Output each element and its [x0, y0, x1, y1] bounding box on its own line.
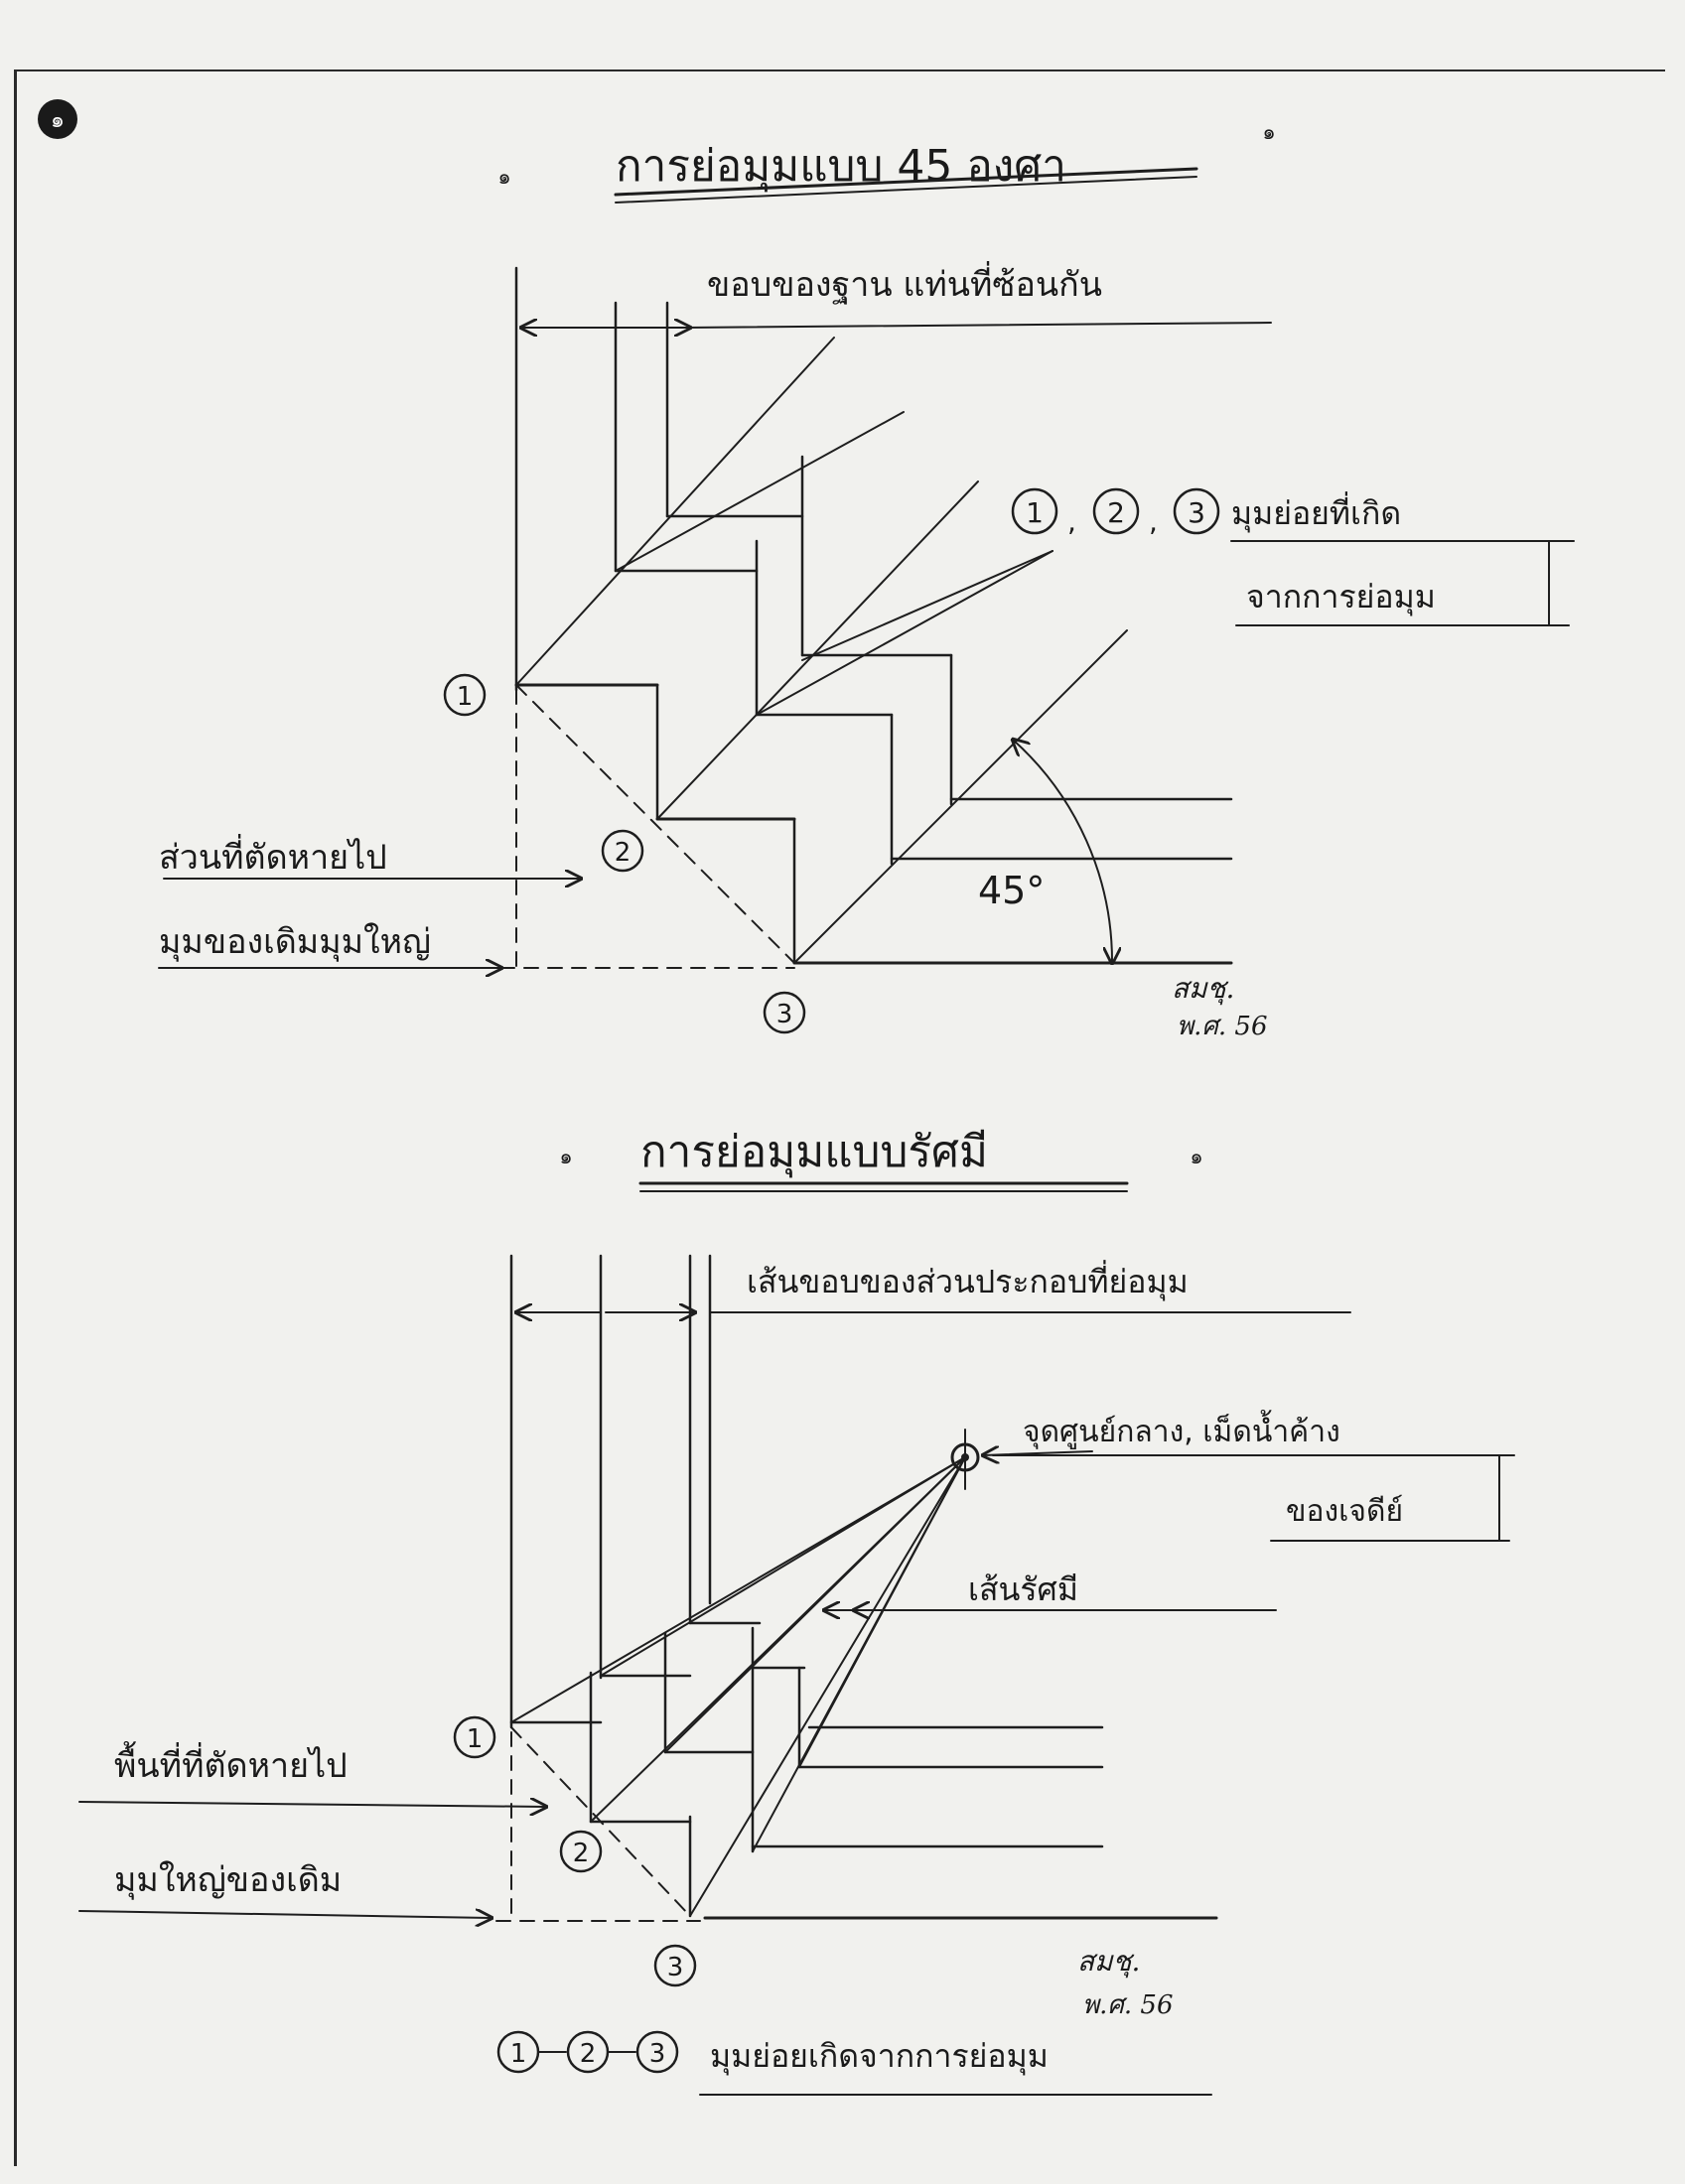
point-2: 2: [601, 829, 644, 873]
center-point-label: จุดศูนย์กลาง, เม็ดน้ำค้าง: [1023, 1410, 1340, 1450]
signature: สมชุ.: [1172, 972, 1234, 1006]
point-3: 3: [763, 991, 806, 1034]
svg-text:3: 3: [649, 2039, 666, 2069]
point-1: 1: [443, 673, 487, 717]
svg-text:๑: ๑: [51, 108, 65, 133]
title-bullet-right: ๑: [1262, 120, 1275, 144]
signature-date: พ.ศ. 56: [1177, 1012, 1268, 1041]
angle-45-label: 45°: [978, 869, 1045, 912]
svg-text:2: 2: [580, 2039, 597, 2069]
svg-text:1: 1: [467, 1724, 484, 1754]
section-radial: ๑ ๑ การย่อมุมแบบรัศมี เส้นขอบของส่วนประก…: [78, 1127, 1515, 2020]
legend-label-line2: จากการย่อมุม: [1246, 578, 1436, 616]
section2-title: การย่อมุมแบบรัศมี: [640, 1127, 988, 1178]
ray-line-label: เส้นรัศมี: [968, 1570, 1078, 1608]
svg-text:3: 3: [667, 1953, 684, 1982]
radial-cut-area-label: พื้นที่ที่ตัดหายไป: [114, 1741, 348, 1786]
svg-text:,: ,: [1067, 505, 1076, 538]
center-point-marker: [950, 1442, 980, 1472]
footer-label: มุมย่อยเกิดจากการย่อมุม: [710, 2037, 1049, 2076]
page-frame: [14, 69, 1665, 2166]
title-bullet-left: ๑: [497, 165, 510, 189]
radial-point-3: 3: [653, 1944, 697, 1987]
svg-text:2: 2: [573, 1839, 590, 1868]
page-number-badge: ๑: [38, 99, 77, 139]
section1-top-label: ขอบของฐาน แท่นที่ซ้อนกัน: [707, 261, 1102, 305]
section2-top-label: เส้นขอบของส่วนประกอบที่ย่อมุม: [747, 1260, 1189, 1301]
cut-area-label: ส่วนที่ตัดหายไป: [159, 834, 387, 878]
original-corner-label: มุมของเดิมมุมใหญ่: [159, 922, 431, 962]
legend-label-line1: มุมย่อยที่เกิด: [1231, 491, 1401, 533]
signature-date-2: พ.ศ. 56: [1082, 1990, 1174, 2020]
title2-bullet-left: ๑: [559, 1145, 572, 1168]
svg-text:3: 3: [1188, 496, 1205, 529]
svg-text:2: 2: [1107, 496, 1125, 529]
radial-point-2: 2: [559, 1830, 603, 1873]
section-45-degree: ๑ ๑ การย่อมุมแบบ 45 องศา ขอบของฐาน แท่นท…: [158, 120, 1575, 1041]
svg-text:,: ,: [1149, 505, 1158, 538]
radial-original-corner-label: มุมใหญ่ของเดิม: [114, 1860, 342, 1900]
radial-point-1: 1: [453, 1715, 496, 1759]
footer-legend: 1 2 3 มุมย่อยเกิดจากการย่อมุม: [496, 2030, 1212, 2096]
svg-text:2: 2: [615, 838, 632, 868]
title2-bullet-right: ๑: [1190, 1145, 1202, 1168]
legend-points: 1 , 2 , 3: [1011, 487, 1220, 538]
svg-text:1: 1: [510, 2039, 527, 2069]
signature-2: สมชุ.: [1077, 1945, 1140, 1979]
svg-text:1: 1: [1026, 496, 1044, 529]
svg-text:3: 3: [776, 1000, 793, 1029]
svg-text:1: 1: [457, 682, 474, 712]
center-point-label-2: ของเจดีย์: [1286, 1494, 1403, 1529]
